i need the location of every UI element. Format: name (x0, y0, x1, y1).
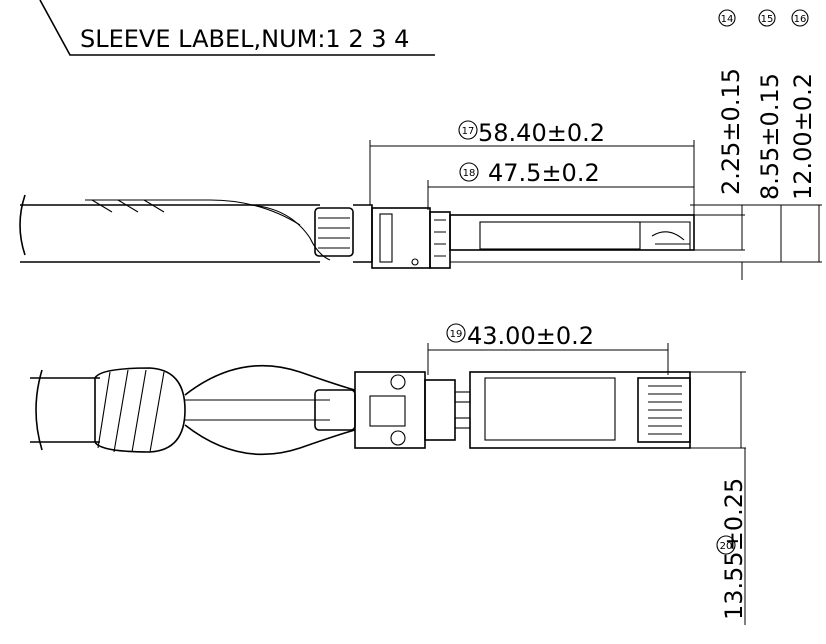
sleeve-label-callout: SLEEVE LABEL,NUM:1 2 3 4 (39, 0, 435, 56)
dimension-18: 18 47.5±0.2 (427, 159, 694, 210)
dimension-value-15: 8.55±0.15 (756, 73, 784, 200)
circle-number-17: 17 (462, 126, 475, 137)
dimension-17: 17 58.40±0.2 (369, 119, 695, 215)
sleeve-label-text: SLEEVE LABEL,NUM:1 2 3 4 (80, 25, 409, 53)
top-view-module (30, 364, 746, 456)
circle-number-18: 18 (463, 168, 476, 179)
vertical-dimension-lines (690, 204, 822, 280)
dimension-14: 14 2.25±0.15 (717, 9, 745, 195)
circle-number-14: 14 (721, 14, 734, 25)
dimension-20: 20 13.55±0.25 (716, 448, 748, 625)
dimension-value-19: 43.00±0.2 (467, 322, 594, 350)
dimension-value-17: 58.40±0.2 (478, 119, 605, 147)
side-view-module (19, 194, 700, 269)
dimension-15: 15 8.55±0.15 (756, 9, 784, 200)
dimension-value-14: 2.25±0.15 (717, 68, 745, 195)
circle-number-20: 20 (720, 541, 733, 552)
dimension-value-20: 13.55±0.25 (720, 478, 748, 620)
circle-number-19: 19 (450, 329, 463, 340)
circle-number-16: 16 (794, 14, 807, 25)
dimension-19: 19 43.00±0.2 (427, 322, 669, 375)
dimension-16: 16 12.00±0.2 (789, 9, 817, 200)
dimension-value-18: 47.5±0.2 (488, 159, 600, 187)
circle-number-15: 15 (761, 14, 774, 25)
dimension-value-16: 12.00±0.2 (789, 73, 817, 200)
